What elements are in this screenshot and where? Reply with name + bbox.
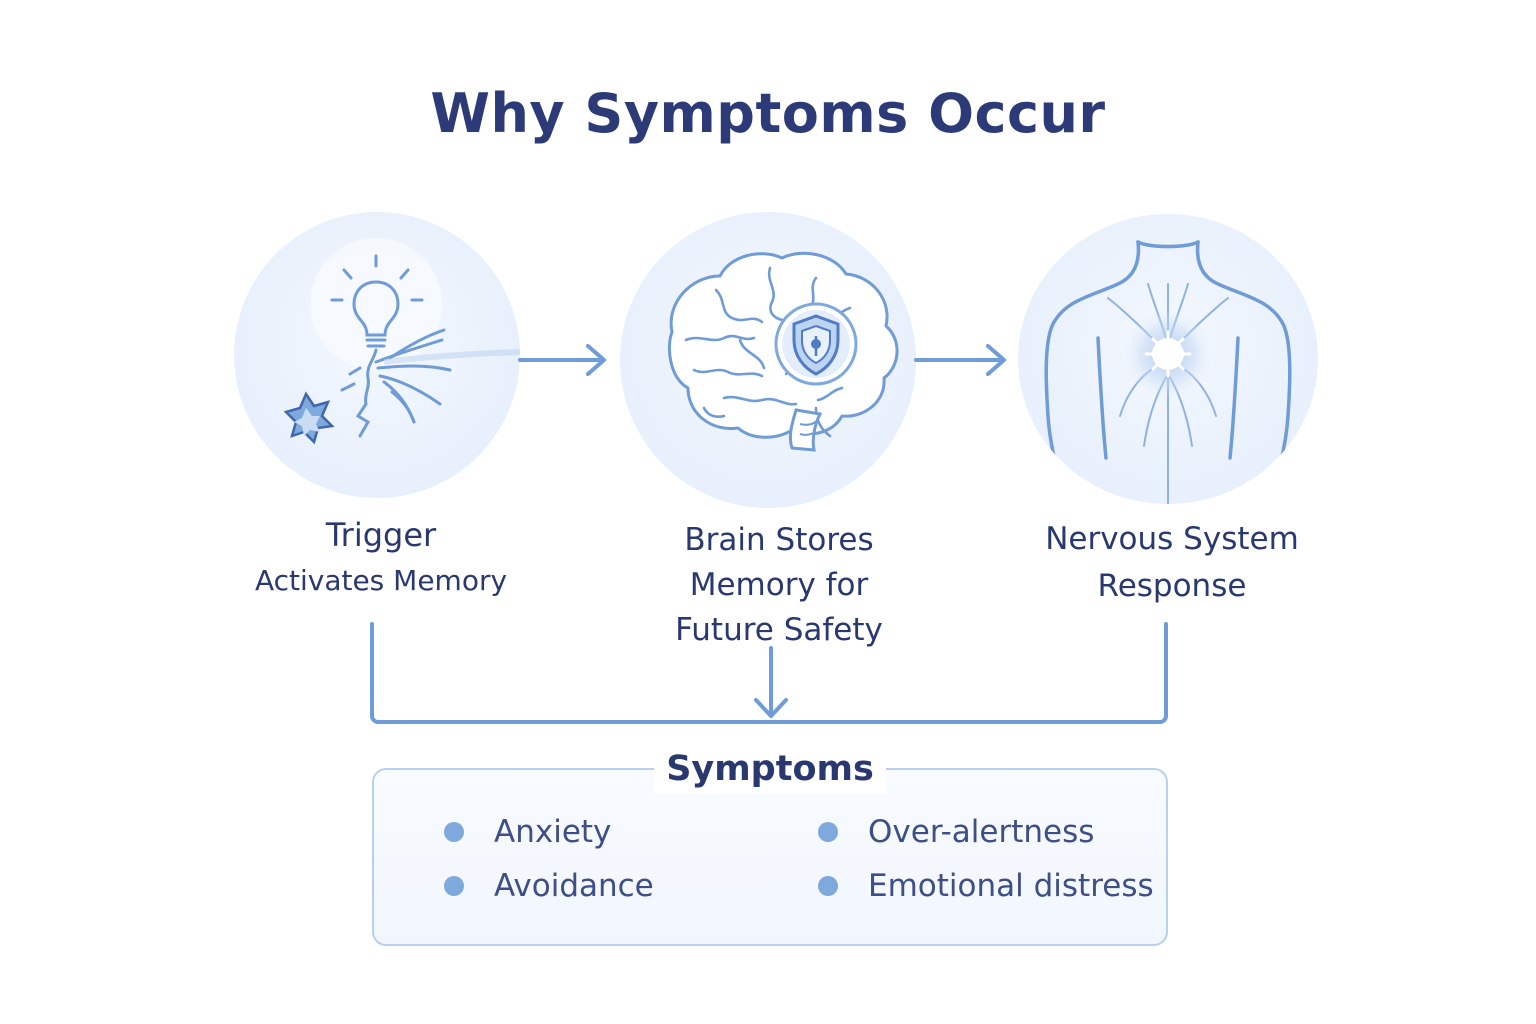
symptom-text: Anxiety bbox=[494, 814, 612, 850]
brain-label-line-3: Future Safety bbox=[675, 612, 883, 648]
brain-label-line-2: Memory for bbox=[689, 567, 869, 603]
symptoms-title: Symptoms bbox=[654, 744, 886, 794]
nervous-system-label-line-1: Nervous System bbox=[1045, 521, 1299, 557]
trigger-label-line-1: Trigger bbox=[325, 516, 437, 554]
brain-label-line-1: Brain Stores bbox=[684, 522, 874, 558]
lightbulb-trigger-icon bbox=[283, 238, 520, 445]
trigger-node bbox=[234, 212, 520, 498]
brain-node bbox=[620, 212, 916, 508]
symptom-text: Avoidance bbox=[494, 868, 654, 904]
body-nervous-system-icon bbox=[1044, 240, 1292, 504]
symptoms-collector-line bbox=[370, 622, 1168, 724]
symptom-text: Over-alertness bbox=[868, 814, 1095, 850]
brain-shield-icon bbox=[667, 251, 899, 452]
symptom-item: Avoidance bbox=[444, 868, 654, 904]
symptom-text: Emotional distress bbox=[868, 868, 1154, 904]
symptom-item: Over-alertness bbox=[818, 814, 1094, 850]
nervous-system-label: Nervous System Response bbox=[1016, 516, 1328, 610]
bullet-icon bbox=[444, 822, 464, 842]
brain-label: Brain Stores Memory for Future Safety bbox=[624, 518, 934, 653]
arrow-brain-to-symptoms-head bbox=[754, 698, 788, 718]
symptoms-box: Symptoms Anxiety Avoidance Over-alertnes… bbox=[372, 744, 1168, 946]
arrow-trigger-to-brain-head bbox=[586, 344, 606, 376]
nervous-system-label-line-2: Response bbox=[1097, 568, 1247, 604]
symptom-item: Emotional distress bbox=[818, 868, 1154, 904]
trigger-label: Trigger Activates Memory bbox=[226, 512, 536, 604]
bullet-icon bbox=[818, 822, 838, 842]
body-node bbox=[1018, 214, 1318, 504]
diagram-title: Why Symptoms Occur bbox=[430, 82, 1106, 145]
bullet-icon bbox=[818, 876, 838, 896]
symptoms-title-wrap: Symptoms bbox=[374, 744, 1166, 794]
trigger-label-line-2: Activates Memory bbox=[254, 564, 508, 597]
arrow-brain-to-body-head bbox=[986, 344, 1006, 376]
bullet-icon bbox=[444, 876, 464, 896]
symptom-item: Anxiety bbox=[444, 814, 611, 850]
